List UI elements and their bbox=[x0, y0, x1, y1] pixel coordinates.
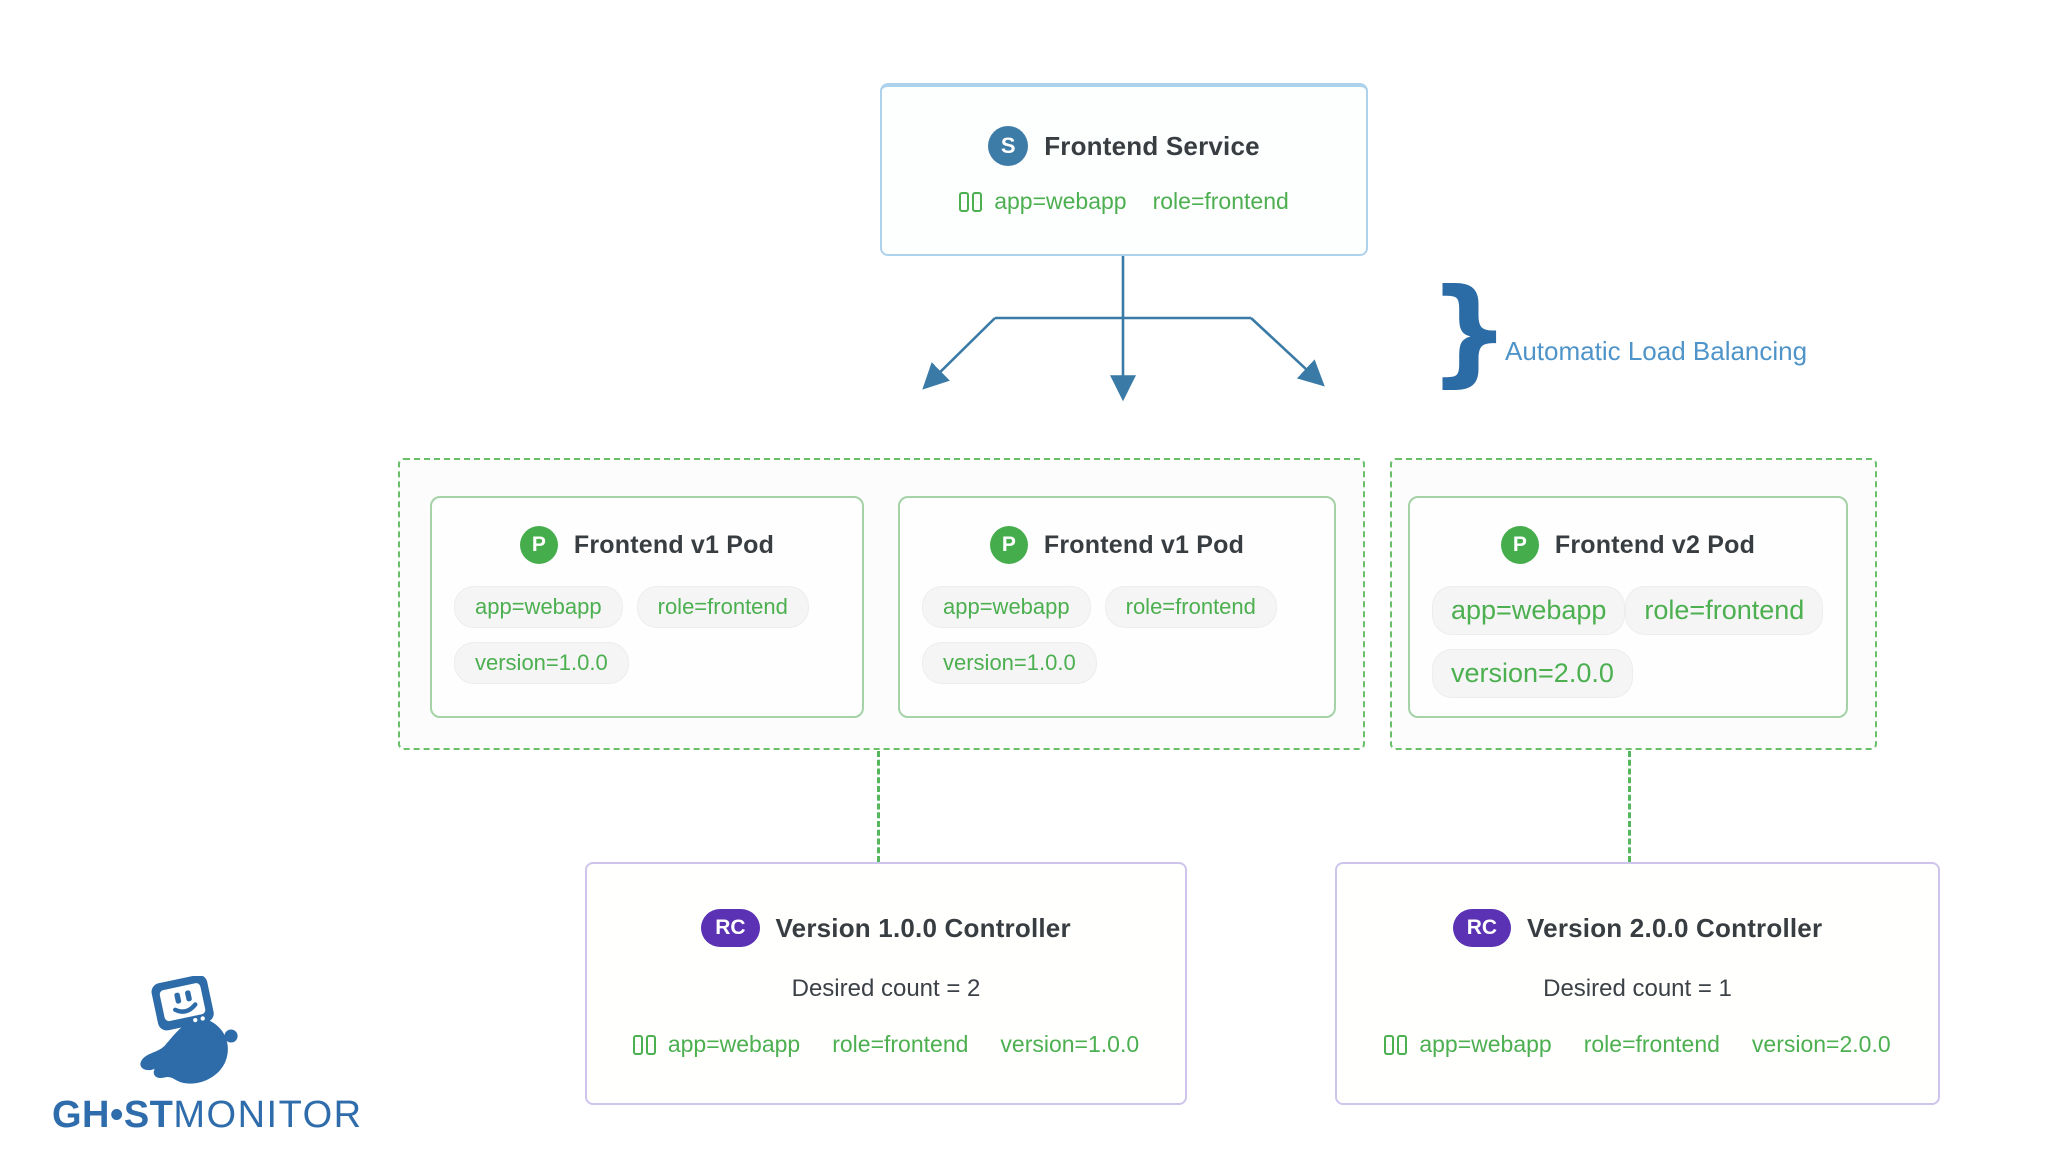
controller-node-v2: RC Version 2.0.0 Controller Desired coun… bbox=[1335, 862, 1940, 1105]
pod-label-role: role=frontend bbox=[1625, 586, 1824, 635]
pod-label-app: app=webapp bbox=[1432, 586, 1626, 635]
pod-label-app: app=webapp bbox=[454, 586, 623, 628]
pod-label-version: version=1.0.0 bbox=[454, 642, 629, 684]
pod-title: Frontend v2 Pod bbox=[1554, 530, 1756, 559]
ghost-monitor-logo-icon bbox=[140, 976, 238, 1084]
service-title-row: S Frontend Service bbox=[988, 126, 1260, 166]
controller-title: Version 1.0.0 Controller bbox=[775, 912, 1071, 943]
rc-badge-icon: RC bbox=[1452, 909, 1512, 947]
pod-group-v2: P Frontend v2 Pod app=webapp role=fronte… bbox=[1390, 458, 1877, 750]
pod-title: Frontend v1 Pod bbox=[573, 530, 775, 559]
service-labels: app=webapp role=frontend bbox=[959, 188, 1289, 215]
controller-node-v1: RC Version 1.0.0 Controller Desired coun… bbox=[585, 862, 1187, 1105]
controller-label-app: app=webapp bbox=[667, 1031, 801, 1057]
pod-label-version: version=2.0.0 bbox=[1432, 649, 1633, 698]
controller-label-role: role=frontend bbox=[832, 1031, 969, 1057]
pod-badge-icon: P bbox=[989, 526, 1028, 564]
pod-label-role: role=frontend bbox=[636, 586, 809, 628]
connector-v2 bbox=[1628, 751, 1631, 862]
connector-v1 bbox=[877, 751, 880, 862]
pod-badge-icon: P bbox=[519, 526, 558, 564]
logo-part-gh: GH bbox=[52, 1094, 110, 1136]
desired-count: Desired count = 1 bbox=[1543, 975, 1732, 1002]
labels-icon bbox=[959, 191, 983, 212]
service-title: Frontend Service bbox=[1044, 130, 1260, 161]
pod-label-role: role=frontend bbox=[1104, 586, 1277, 628]
logo-dot-icon: • bbox=[110, 1094, 124, 1136]
service-badge-icon: S bbox=[988, 126, 1029, 166]
controller-label-version: version=1.0.0 bbox=[1000, 1031, 1140, 1057]
ghost-monitor-wordmark: GH•STMONITOR bbox=[52, 1094, 363, 1137]
desired-count: Desired count = 2 bbox=[791, 975, 981, 1002]
controller-labels: app=webapp role=frontend version=1.0.0 bbox=[632, 1031, 1140, 1058]
logo-part-st: ST bbox=[123, 1094, 174, 1136]
service-label-app: app=webapp bbox=[994, 188, 1127, 214]
logo-part-monitor: MONITOR bbox=[173, 1094, 363, 1136]
pod-title: Frontend v1 Pod bbox=[1043, 530, 1245, 559]
pod-node-v2: P Frontend v2 Pod app=webapp role=fronte… bbox=[1408, 496, 1848, 718]
load-balancing-label: Automatic Load Balancing bbox=[1505, 336, 1808, 366]
rc-badge-icon: RC bbox=[701, 909, 760, 947]
pod-badge-icon: P bbox=[1500, 526, 1539, 564]
service-label-role: role=frontend bbox=[1152, 188, 1289, 214]
labels-icon bbox=[1384, 1034, 1408, 1055]
labels-icon bbox=[632, 1034, 656, 1055]
pod-node-v1-a: P Frontend v1 Pod app=webapp role=fronte… bbox=[430, 496, 864, 718]
pod-label-version: version=1.0.0 bbox=[922, 642, 1097, 684]
load-balancing-arrows-icon bbox=[922, 256, 1325, 402]
controller-label-app: app=webapp bbox=[1419, 1031, 1552, 1057]
pod-group-v1: P Frontend v1 Pod app=webapp role=fronte… bbox=[398, 458, 1365, 750]
service-node: S Frontend Service app=webapp role=front… bbox=[880, 83, 1368, 256]
pod-label-app: app=webapp bbox=[922, 586, 1091, 628]
brace-icon: } bbox=[1428, 264, 1511, 399]
controller-label-role: role=frontend bbox=[1583, 1031, 1720, 1057]
pod-node-v1-b: P Frontend v1 Pod app=webapp role=fronte… bbox=[898, 496, 1336, 718]
controller-labels: app=webapp role=frontend version=2.0.0 bbox=[1384, 1031, 1891, 1058]
controller-label-version: version=2.0.0 bbox=[1751, 1031, 1891, 1057]
controller-title: Version 2.0.0 Controller bbox=[1527, 912, 1823, 943]
